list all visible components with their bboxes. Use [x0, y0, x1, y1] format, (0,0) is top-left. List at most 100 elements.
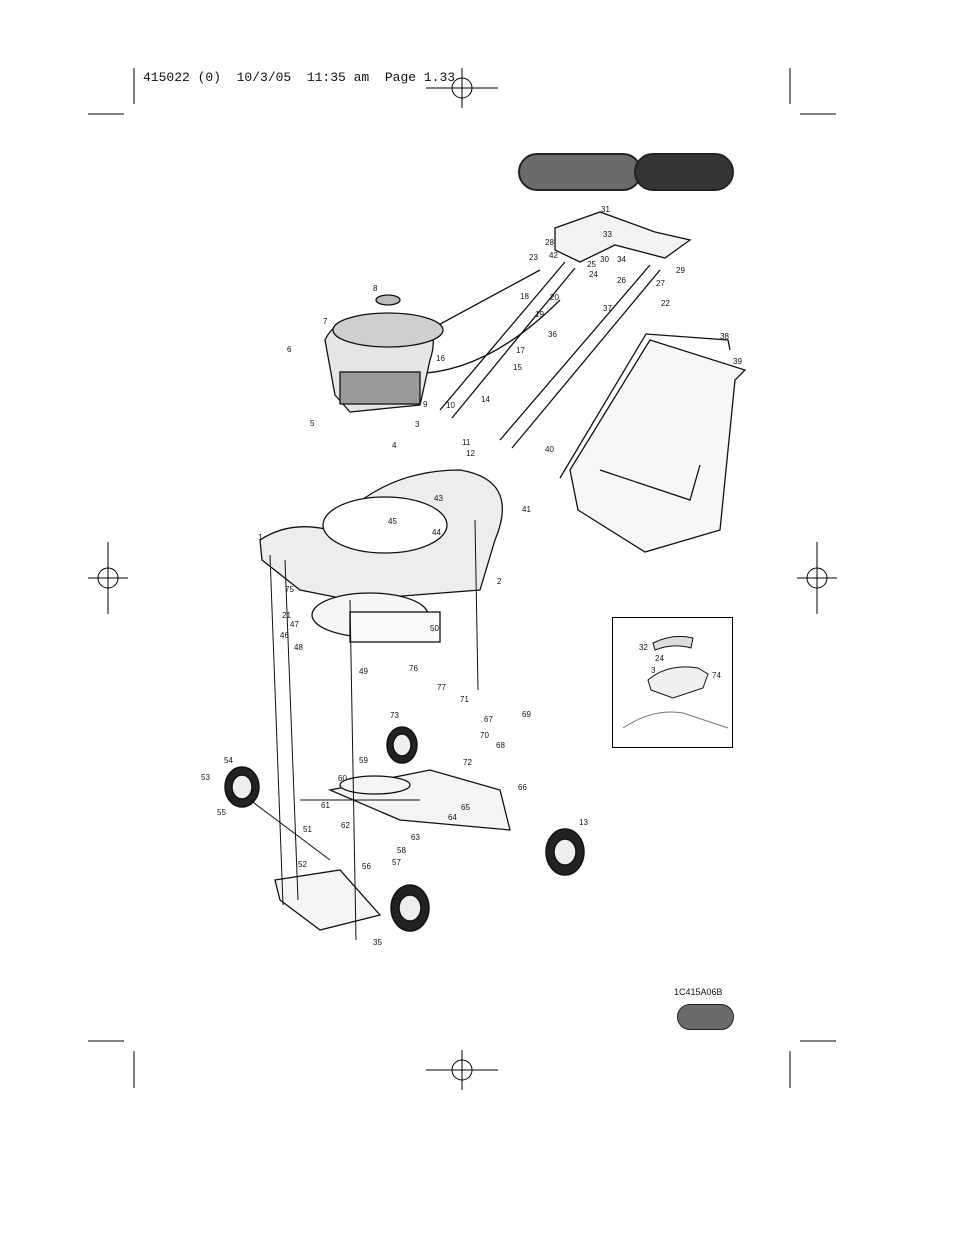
label-29: 29 — [676, 266, 685, 275]
label-30: 30 — [600, 255, 609, 264]
label-21: 21 — [282, 611, 291, 620]
inset-label-24: 24 — [655, 654, 664, 663]
label-54: 54 — [224, 756, 233, 765]
label-33: 33 — [603, 230, 612, 239]
label-70: 70 — [480, 731, 489, 740]
crop-marks — [88, 68, 837, 1090]
label-8: 8 — [373, 284, 378, 293]
label-40: 40 — [545, 445, 554, 454]
label-10: 10 — [446, 401, 455, 410]
wheel-rear-right — [545, 828, 585, 876]
label-59: 59 — [359, 756, 368, 765]
label-37: 37 — [603, 304, 612, 313]
label-60: 60 — [338, 774, 347, 783]
label-66: 66 — [518, 783, 527, 792]
label-56: 56 — [362, 862, 371, 871]
label-73: 73 — [390, 711, 399, 720]
label-34: 34 — [617, 255, 626, 264]
label-51: 51 — [303, 825, 312, 834]
detail-inset: 32 24 3 74 — [612, 617, 733, 748]
inset-drawing: 32 24 3 74 — [622, 635, 729, 729]
label-3: 3 — [415, 420, 420, 429]
label-1: 1 — [258, 533, 263, 542]
label-14: 14 — [481, 395, 490, 404]
label-47: 47 — [290, 620, 299, 629]
mower-deck — [259, 469, 503, 643]
wheel-front-right — [386, 726, 418, 764]
label-20: 20 — [550, 293, 559, 302]
label-75: 75 — [285, 585, 294, 594]
label-69: 69 — [522, 710, 531, 719]
label-5: 5 — [310, 419, 315, 428]
label-2: 2 — [497, 577, 502, 586]
label-12: 12 — [466, 449, 475, 458]
chassis — [274, 769, 511, 931]
label-15: 15 — [513, 363, 522, 372]
label-65: 65 — [461, 803, 470, 812]
label-61: 61 — [321, 801, 330, 810]
label-49: 49 — [359, 667, 368, 676]
label-39: 39 — [733, 357, 742, 366]
label-11: 11 — [462, 438, 471, 447]
label-63: 63 — [411, 833, 420, 842]
label-72: 72 — [463, 758, 472, 767]
label-36: 36 — [548, 330, 557, 339]
label-16: 16 — [436, 354, 445, 363]
wheels — [224, 726, 585, 932]
label-19: 19 — [535, 310, 544, 319]
label-42: 42 — [549, 251, 558, 260]
label-71: 71 — [460, 695, 469, 704]
label-50: 50 — [430, 624, 439, 633]
part-number-labels: 31 28 33 34 42 25 30 24 26 23 27 29 22 1… — [201, 205, 742, 947]
wheel-front-left — [224, 766, 260, 808]
label-25: 25 — [587, 260, 596, 269]
label-52: 52 — [298, 860, 307, 869]
leader-lines — [249, 519, 479, 941]
label-35: 35 — [373, 938, 382, 947]
label-27: 27 — [656, 279, 665, 288]
label-76: 76 — [409, 664, 418, 673]
label-26: 26 — [617, 276, 626, 285]
label-24: 24 — [589, 270, 598, 279]
label-55: 55 — [217, 808, 226, 817]
label-44: 44 — [432, 528, 441, 537]
label-45: 45 — [388, 517, 397, 526]
inset-label-3: 3 — [651, 666, 656, 675]
label-57: 57 — [392, 858, 401, 867]
wheel-rear-left — [390, 884, 430, 932]
inset-label-74: 74 — [712, 671, 721, 680]
print-slug: 415022 (0) 10/3/05 11:35 am Page 1.33 — [143, 70, 456, 85]
label-58: 58 — [397, 846, 406, 855]
figure-code: 1C415A06B — [674, 987, 723, 997]
label-13: 13 — [579, 818, 588, 827]
label-77: 77 — [437, 683, 446, 692]
label-64: 64 — [448, 813, 457, 822]
handle-assembly — [349, 211, 692, 449]
label-53: 53 — [201, 773, 210, 782]
label-7: 7 — [323, 317, 328, 326]
label-62: 62 — [341, 821, 350, 830]
label-41: 41 — [522, 505, 531, 514]
label-6: 6 — [287, 345, 292, 354]
label-22: 22 — [661, 299, 670, 308]
label-67: 67 — [484, 715, 493, 724]
grass-collector — [559, 333, 747, 553]
label-28: 28 — [545, 238, 554, 247]
label-17: 17 — [516, 346, 525, 355]
label-18: 18 — [520, 292, 529, 301]
engine-assembly — [324, 294, 444, 413]
label-68: 68 — [496, 741, 505, 750]
label-46: 46 — [280, 631, 289, 640]
label-38: 38 — [720, 332, 729, 341]
label-43: 43 — [434, 494, 443, 503]
section-tab-right — [634, 153, 734, 191]
label-9: 9 — [423, 400, 428, 409]
label-48: 48 — [294, 643, 303, 652]
page-tab — [677, 1004, 734, 1030]
section-tab-left — [518, 153, 642, 191]
label-4: 4 — [392, 441, 397, 450]
label-31: 31 — [601, 205, 610, 214]
label-23: 23 — [529, 253, 538, 262]
inset-label-32: 32 — [639, 643, 648, 652]
